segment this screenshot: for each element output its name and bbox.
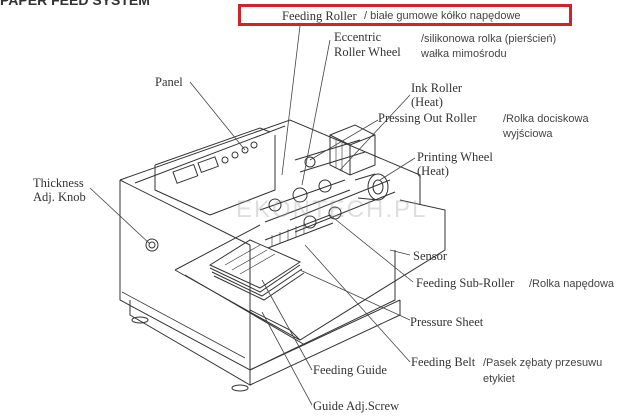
label-guide-adj-screw: Guide Adj.Screw [313, 399, 400, 413]
label-feeding-sub-roller: Feeding Sub-Roller [416, 276, 515, 290]
rollers [259, 124, 396, 249]
label-eccentric-pl-1: /silikonowa rolka (pierścień) [421, 33, 557, 45]
label-thickness-1: Thickness [33, 176, 84, 190]
label-feeding-roller: Feeding Roller [282, 9, 357, 23]
label-panel: Panel [155, 75, 183, 89]
highlight-box [238, 4, 572, 26]
label-eccentric-1: Eccentric [334, 30, 382, 44]
cut-off-header: PAPER FEED SYSTEM [0, 0, 150, 8]
watermark: EKONTECH.PL [236, 196, 428, 223]
feed-tray [174, 199, 446, 346]
label-eccentric-pl-2: wałka mimośrodu [421, 48, 507, 60]
label-stack [208, 239, 305, 301]
label-pressure-sheet: Pressure Sheet [410, 315, 484, 329]
label-feeding-belt-pl-2: etykiet [483, 373, 515, 385]
label-feeding-belt-pl-1: /Pasek zębaty przesuwu [483, 357, 603, 369]
leader-lines [89, 25, 416, 406]
label-feeding-belt: Feeding Belt [411, 355, 476, 369]
label-ink-roller-2: (Heat) [411, 95, 443, 109]
label-pressing-pl-1: /Rolka dociskowa [503, 113, 589, 125]
label-feeding-guide: Feeding Guide [313, 363, 387, 377]
label-pressing-out-roller: Pressing Out Roller [378, 111, 477, 125]
label-pressing-pl-2: wyjściowa [503, 128, 553, 140]
label-ink-roller-1: Ink Roller [411, 81, 463, 95]
label-thickness-2: Adj. Knob [33, 190, 86, 204]
machine-body [119, 119, 421, 392]
label-printing-wheel-1: Printing Wheel [417, 150, 493, 164]
label-feeding-sub-pl: /Rolka napędowa [529, 278, 615, 290]
label-printing-wheel-2: (Heat) [417, 164, 449, 178]
label-feeding-roller-pl: / białe gumowe kółko napędowe [364, 10, 521, 22]
label-eccentric-2: Roller Wheel [334, 45, 401, 59]
label-sensor: Sensor [413, 249, 448, 263]
